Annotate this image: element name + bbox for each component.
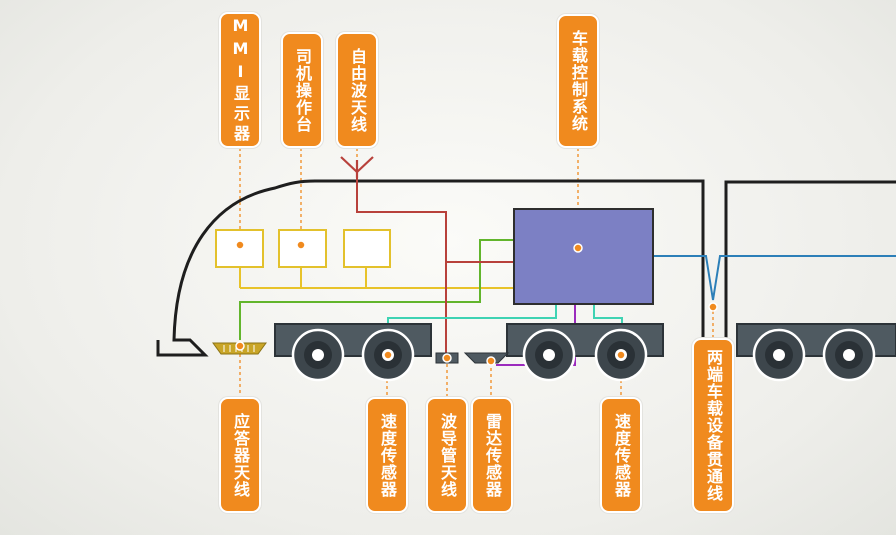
driver-console-box	[278, 229, 327, 268]
dot-radar	[486, 356, 496, 366]
label-mmi-display: MMI显示器	[219, 12, 261, 148]
label-speed-sensor-front: 速度传感器	[366, 397, 408, 513]
dot-driver-console	[296, 240, 306, 250]
label-speed-sensor-rear: 速度传感器	[600, 397, 642, 513]
label-waveguide-antenna: 波导管天线	[426, 397, 468, 513]
label-radar-sensor: 雷达传感器	[471, 397, 513, 513]
dot-speed-2	[616, 350, 626, 360]
wire-red-antenna	[356, 172, 447, 358]
locomotive-body	[156, 179, 705, 357]
dot-speed-1	[383, 350, 393, 360]
label-onboard-control-system: 车载控制系统	[557, 14, 599, 148]
dot-balise	[235, 341, 245, 351]
wheel	[522, 328, 576, 382]
label-free-wave-antenna: 自由波天线	[336, 32, 378, 148]
radar-sensor-icon	[463, 352, 510, 364]
free-wave-antenna-icon	[340, 156, 374, 178]
wheel	[291, 328, 345, 382]
label-driver-console: 司机操作台	[281, 32, 323, 148]
dot-control	[573, 243, 583, 253]
second-car-body	[724, 180, 896, 340]
dot-end-link	[708, 302, 718, 312]
wheel	[822, 328, 876, 382]
label-balise-antenna: 应答器天线	[219, 397, 261, 513]
label-end-link-line: 两端车载设备贯通线	[692, 338, 734, 513]
cab-device-box	[343, 229, 391, 268]
wire-green	[239, 239, 514, 340]
onboard-control-box	[513, 208, 654, 305]
dot-waveguide	[442, 353, 452, 363]
dot-mmi	[235, 240, 245, 250]
wire-blue-end-link	[653, 255, 896, 301]
wheel	[752, 328, 806, 382]
